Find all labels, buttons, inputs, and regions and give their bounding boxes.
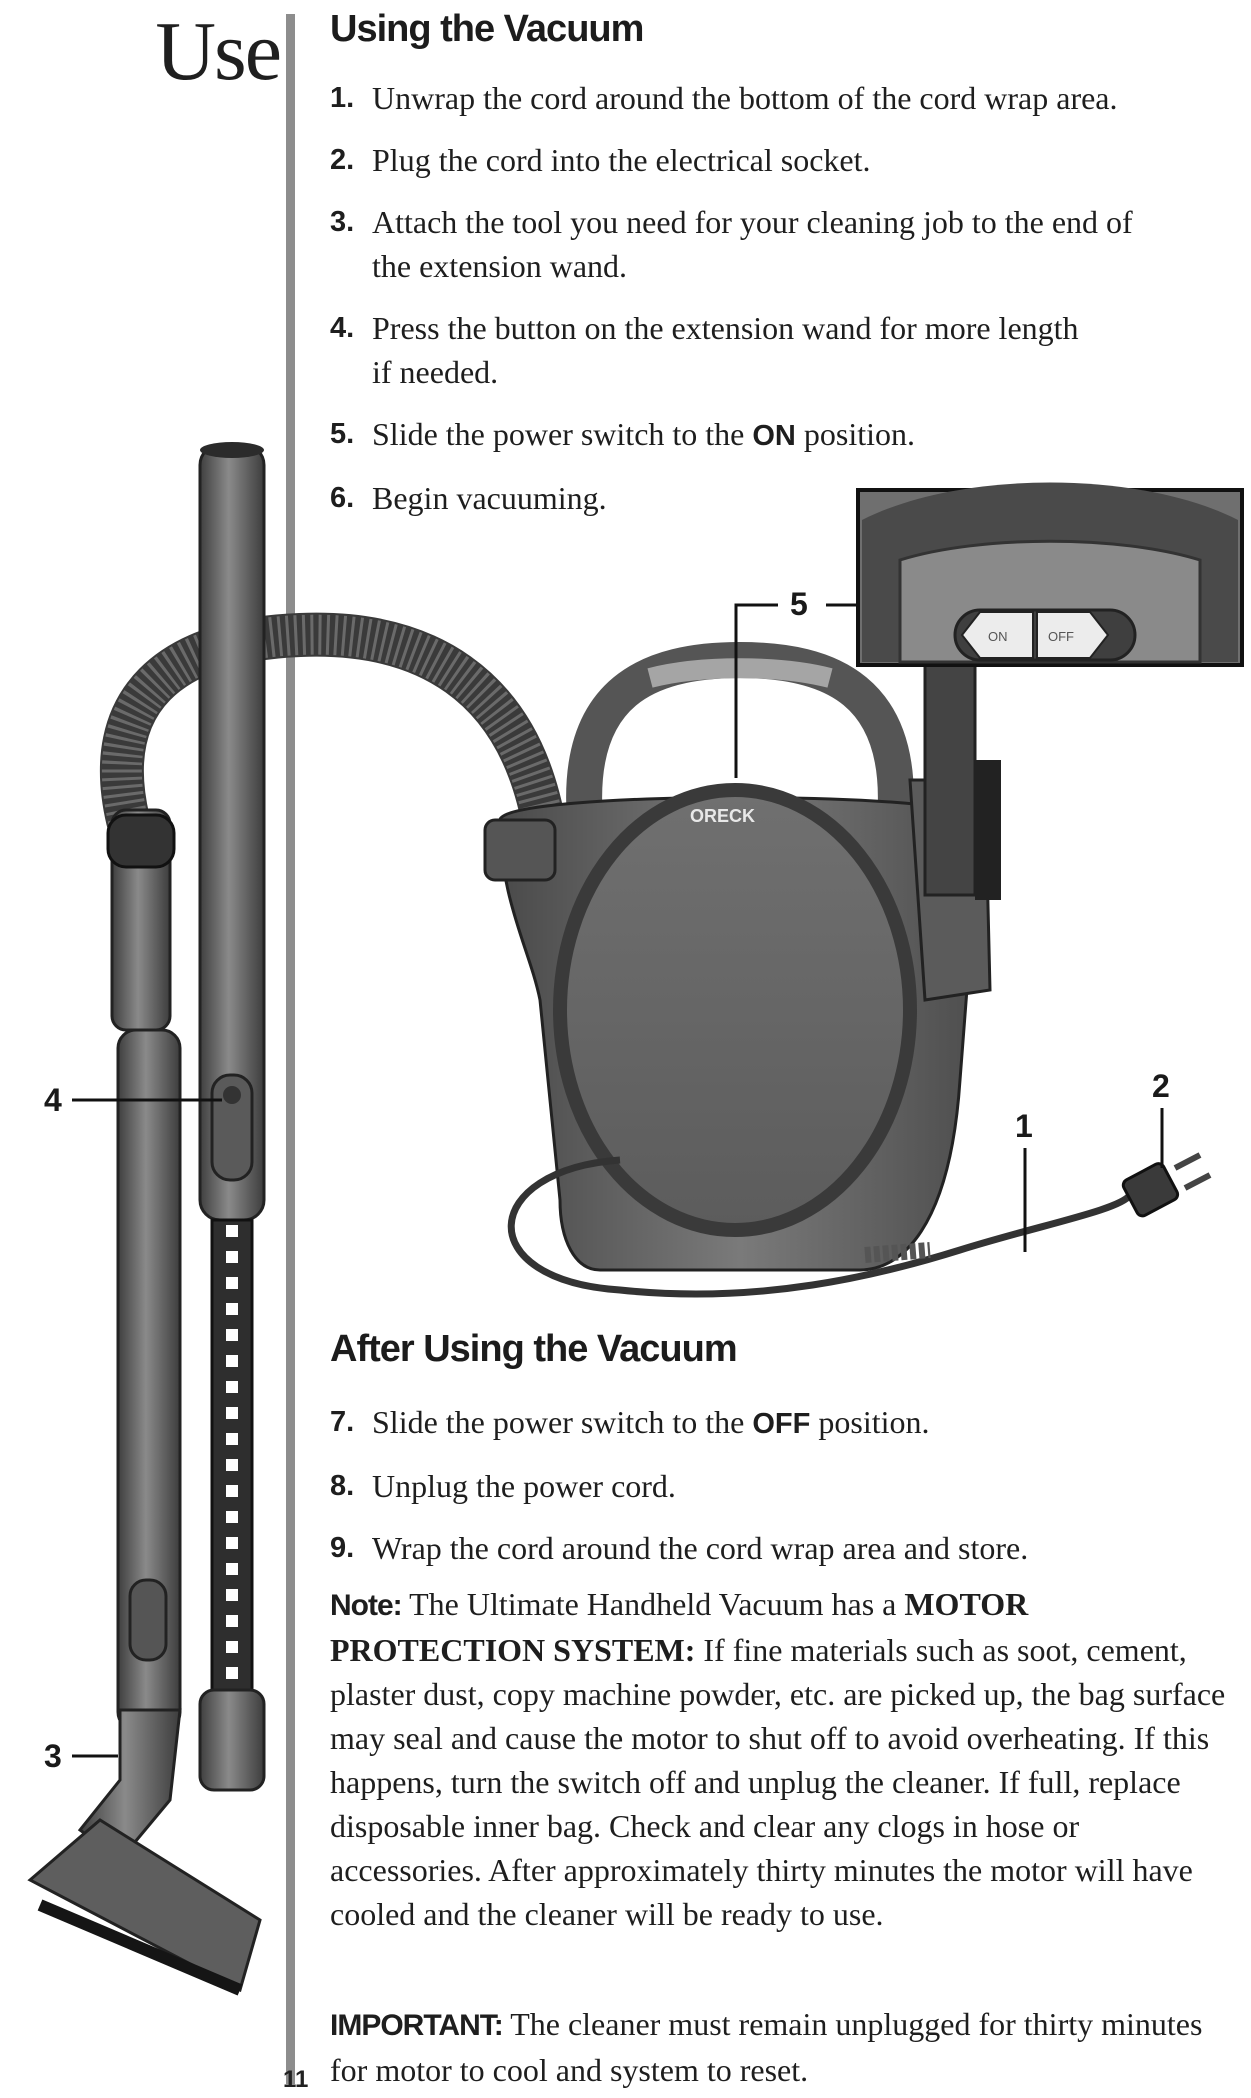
step-text: position.: [810, 1404, 930, 1440]
callout-3: 3: [44, 1738, 62, 1774]
step-3: 3. Attach the tool you need for your cle…: [330, 200, 1230, 288]
telescoping-wand-end: [198, 1688, 266, 1792]
floor-tool-head: [27, 1818, 262, 1993]
plug-prongs: [1173, 1152, 1212, 1191]
step-text: Plug the cord into the electrical socket…: [372, 142, 871, 178]
step-number: 1.: [330, 82, 355, 114]
keyword-on: ON: [752, 420, 796, 452]
step-number: 2.: [330, 144, 355, 176]
tool-in-holder: [923, 653, 977, 897]
note-intro: The Ultimate Handheld Vacuum has a: [401, 1586, 905, 1622]
vacuum-handle-top: [647, 658, 833, 688]
step-5: 5. Slide the power switch to the ON posi…: [330, 412, 1230, 458]
step-number: 3.: [330, 206, 355, 238]
step-number: 5.: [330, 418, 355, 450]
step-8: 8. Unplug the power cord.: [330, 1464, 1230, 1508]
important-label: IMPORTANT:: [330, 2009, 504, 2042]
step-4: 4. Press the button on the extension wan…: [330, 306, 1230, 394]
step-6: 6. Begin vacuuming.: [330, 476, 1230, 520]
step-text-line: the extension wand.: [372, 248, 628, 284]
section-divider: [286, 14, 295, 2084]
floor-tool-brush: [37, 1899, 243, 1996]
note-label: Note:: [330, 1589, 403, 1622]
vacuum-front-panel: [553, 783, 917, 1237]
switch-on-button: [960, 611, 1034, 659]
step-number: 4.: [330, 312, 355, 344]
power-cord: [507, 1156, 1133, 1298]
step-7: 7. Slide the power switch to the OFF pos…: [330, 1400, 1230, 1446]
page-number: 11: [283, 2066, 309, 2093]
step-text: Slide the power switch to the: [372, 416, 753, 452]
power-plug: [1121, 1162, 1180, 1218]
step-text: Slide the power switch to the: [372, 1404, 753, 1440]
cord-strain-relief: [864, 1242, 931, 1263]
callout-4: 4: [44, 1082, 62, 1118]
extension-wand-top: [200, 442, 264, 458]
step-text-line: if needed.: [372, 354, 499, 390]
after-steps-list: 7. Slide the power switch to the OFF pos…: [330, 1400, 1230, 1588]
step-text: Unplug the power cord.: [372, 1468, 676, 1504]
note-paragraph: Note: The Ultimate Handheld Vacuum has a…: [330, 1582, 1235, 1936]
note-body: If fine materials such as soot, cement, …: [330, 1632, 1226, 1932]
note-emphasis: MOTOR PROTECTION SYSTEM:: [330, 1586, 1029, 1668]
step-number: 7.: [330, 1406, 355, 1438]
callout-1: 1: [1015, 1108, 1033, 1144]
step-text: Begin vacuuming.: [372, 480, 607, 516]
switch-on-label: ON: [988, 629, 1008, 644]
heading-using-vacuum: Using the Vacuum: [330, 8, 644, 50]
hose-ribbing: [101, 614, 565, 834]
extension-wand-button-dot: [223, 1086, 241, 1104]
important-paragraph: IMPORTANT: The cleaner must remain unplu…: [330, 2002, 1235, 2092]
step-number: 8.: [330, 1470, 355, 1502]
hose-connector: [483, 818, 557, 882]
step-text-line: Press the button on the extension wand f…: [372, 310, 1079, 346]
callout-5: 5: [790, 586, 808, 622]
step-text: position.: [795, 416, 915, 452]
step-9: 9. Wrap the cord around the cord wrap ar…: [330, 1526, 1230, 1570]
heading-after-using-vacuum: After Using the Vacuum: [330, 1328, 738, 1370]
lower-wand-button: [128, 1578, 168, 1662]
step-2: 2. Plug the cord into the electrical soc…: [330, 138, 1230, 182]
keyword-off: OFF: [752, 1408, 811, 1440]
step-1: 1. Unwrap the cord around the bottom of …: [330, 76, 1230, 120]
hose-shape: [99, 612, 567, 852]
step-text-line: Attach the tool you need for your cleani…: [372, 204, 1133, 240]
callout-2: 2: [1152, 1068, 1170, 1104]
leader-line-5: [734, 603, 778, 778]
step-number: 6.: [330, 482, 355, 514]
hose-cuff: [106, 813, 176, 869]
step-number: 9.: [330, 1532, 355, 1564]
page-title: Use: [155, 5, 282, 98]
step-text: Wrap the cord around the cord wrap area …: [372, 1530, 1029, 1566]
brand-logo: ORECK: [690, 806, 755, 826]
switch-off-label: OFF: [1048, 629, 1074, 644]
step-text: Unwrap the cord around the bottom of the…: [372, 80, 1118, 116]
crevice-brush: [975, 760, 1001, 900]
using-steps-list: 1. Unwrap the cord around the bottom of …: [330, 76, 1230, 538]
switch-off-button: [1036, 611, 1110, 659]
important-body: The cleaner must remain unplugged for th…: [330, 2006, 1203, 2088]
